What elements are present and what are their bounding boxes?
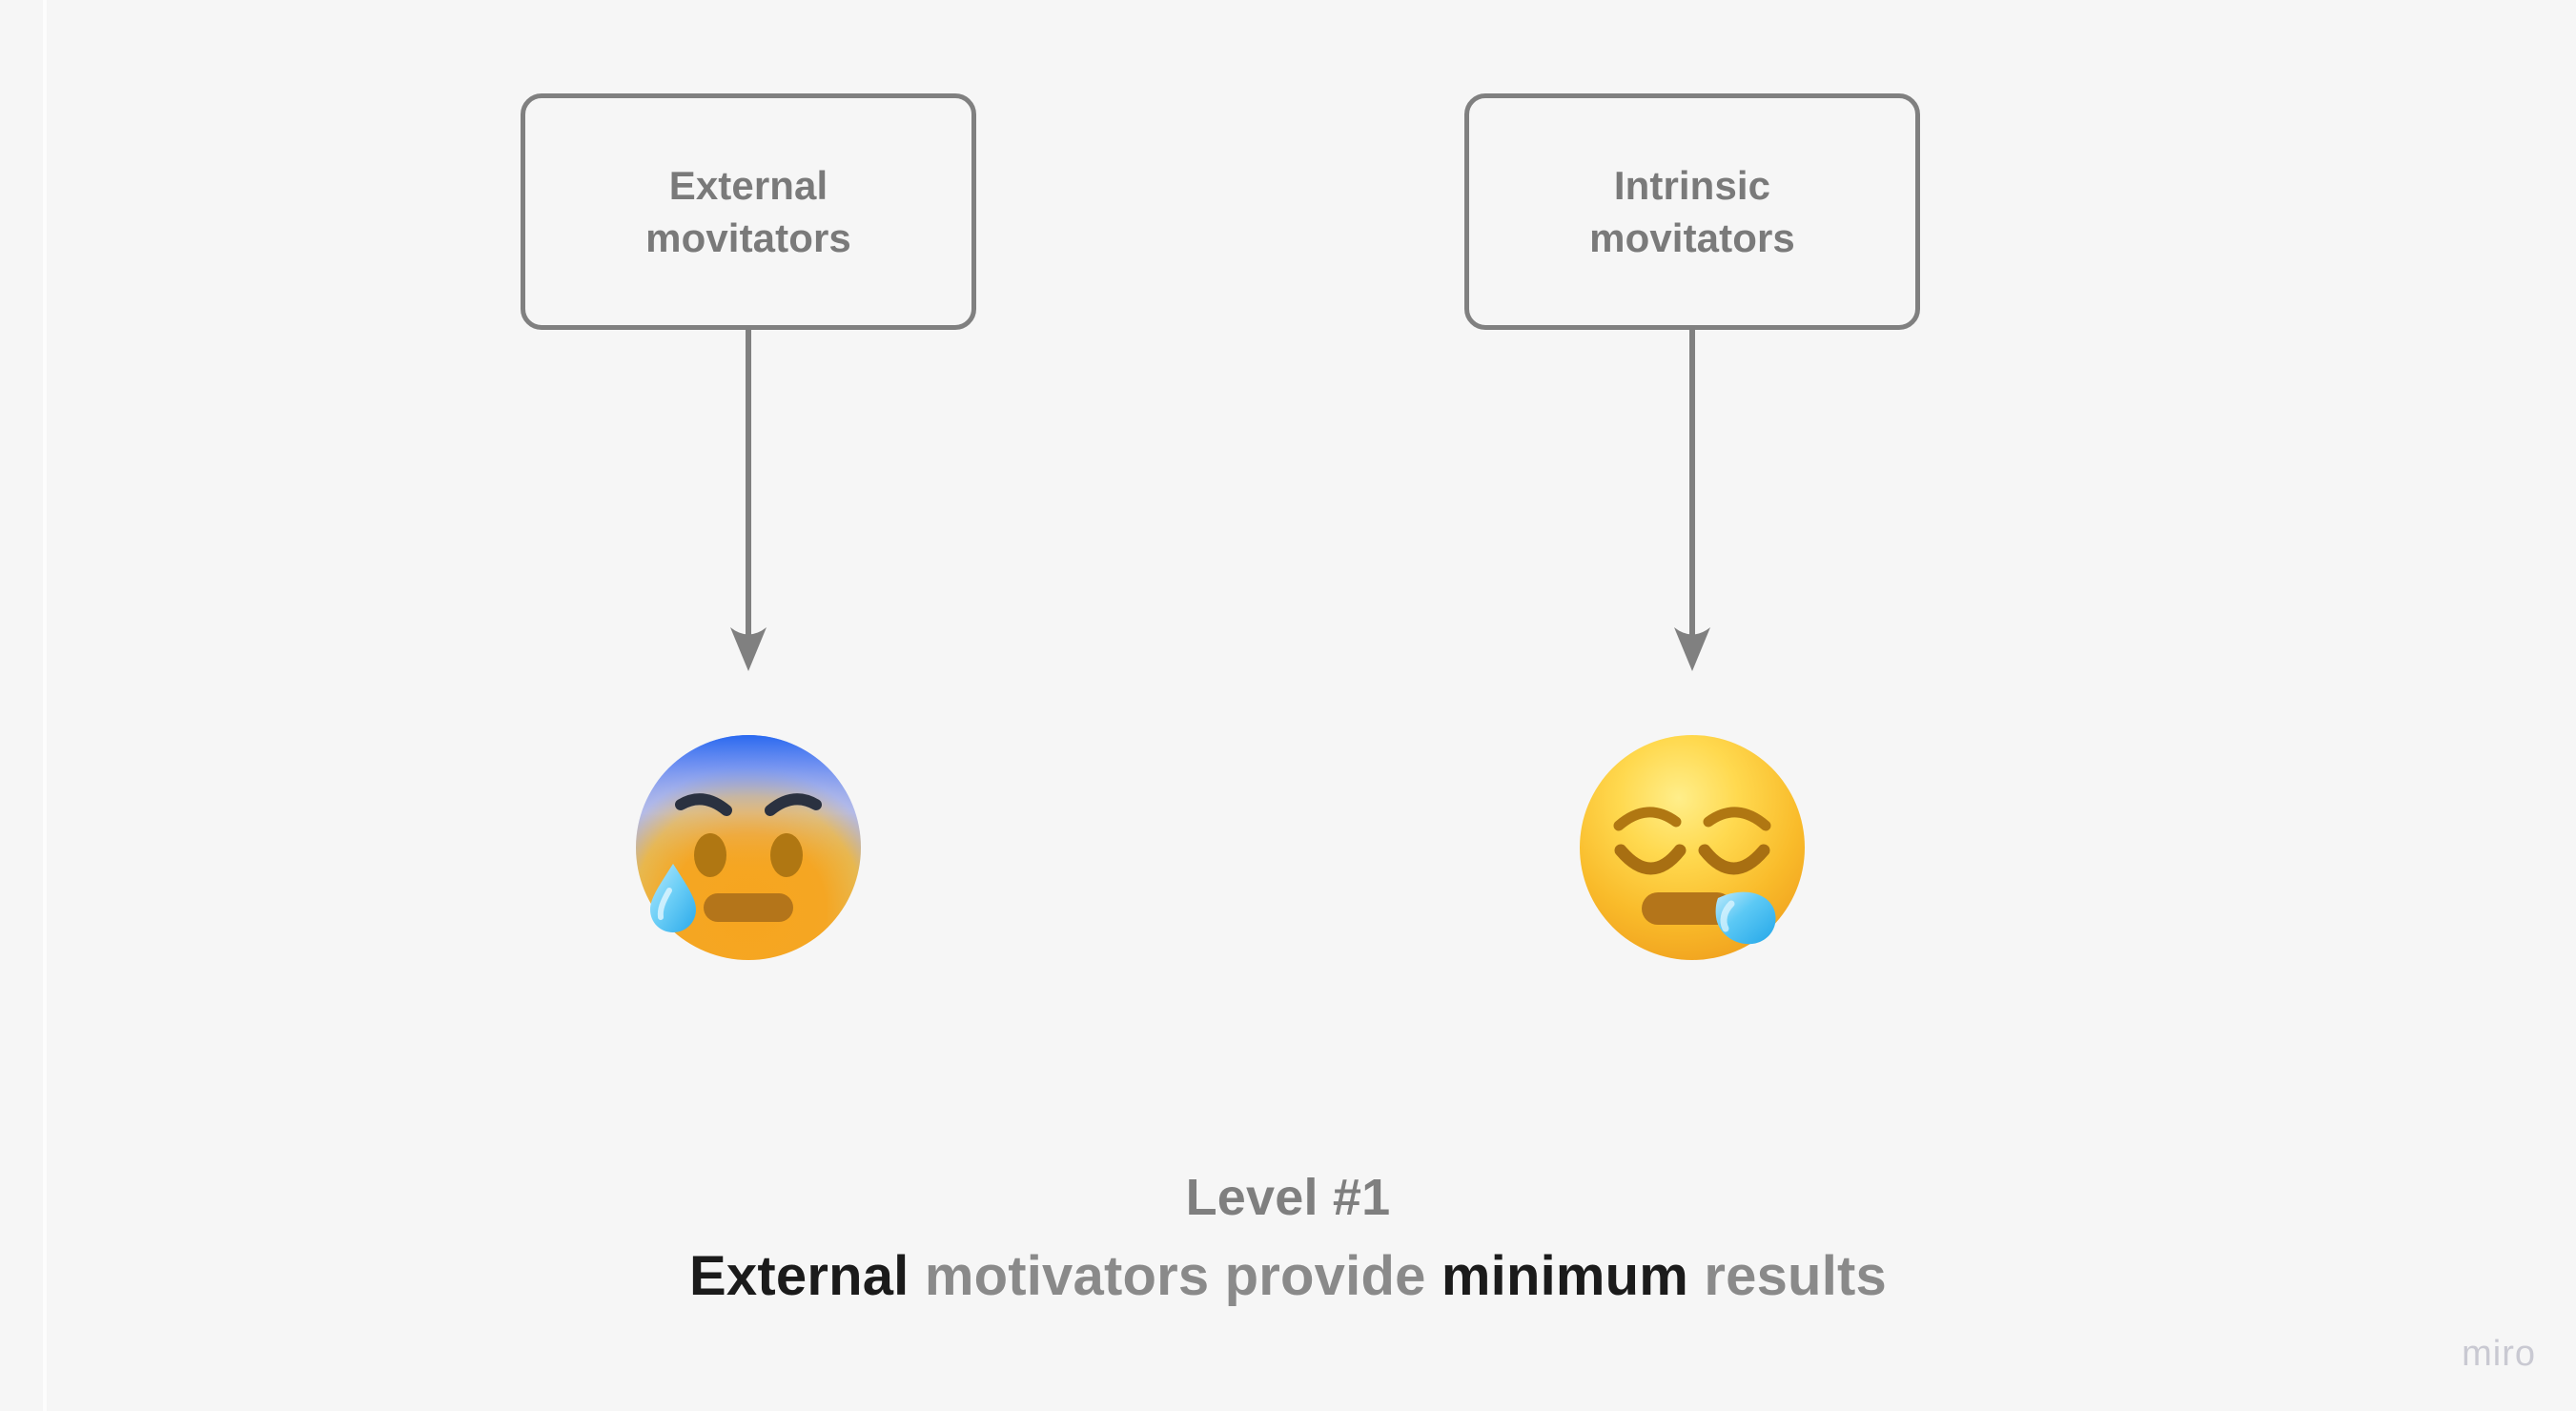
anxious-face-with-sweat-emoji [636,735,861,960]
miro-watermark: miro [2462,1334,2536,1374]
caption-word-external: External [689,1244,910,1307]
caption-text-middle: motivators provide [909,1244,1441,1307]
caption-block: Level #1 External motivators provide min… [0,1168,2576,1309]
arrow-down-icon-intrinsic[interactable] [1664,330,1721,673]
node-intrinsic-motivators-label: Intrinsic movitators [1589,162,1795,260]
caption-text-tail: results [1688,1244,1887,1307]
caption-statement: External motivators provide minimum resu… [0,1244,2576,1309]
node-intrinsic-motivators[interactable]: Intrinsic movitators [1464,93,1920,330]
node-external-motivators-label: External movitators [645,162,851,260]
arrow-down-icon-external[interactable] [720,330,777,673]
node-external-motivators[interactable]: External movitators [521,93,976,330]
board-seam-divider [43,0,47,1411]
sleepy-face-emoji [1580,735,1805,960]
caption-level-label: Level #1 [1185,1169,1391,1226]
caption-word-minimum: minimum [1441,1244,1689,1307]
